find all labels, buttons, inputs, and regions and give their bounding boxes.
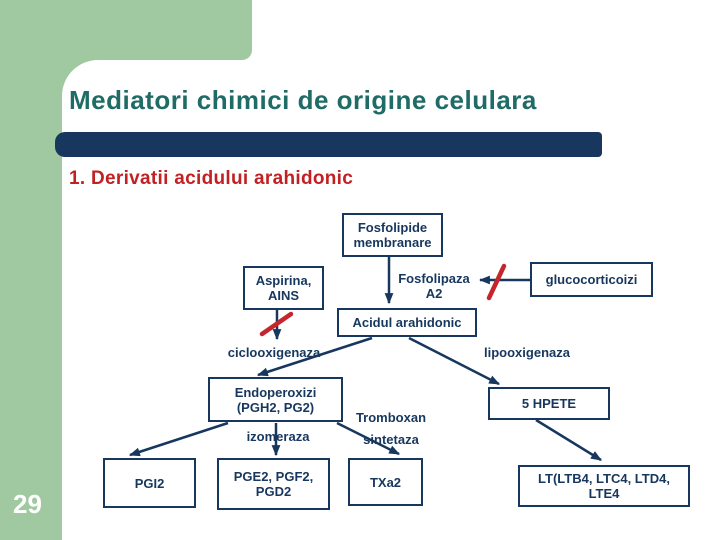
page-title: Mediatori chimici de origine celulara xyxy=(69,85,537,115)
inhibition-slash-glucocorticoizi xyxy=(486,263,507,301)
arrow-endoperoxizi-to-txa2 xyxy=(336,421,400,456)
box-pge2-pgf2-pgd2: PGE2, PGF2, PGD2 xyxy=(217,458,330,510)
box-pgi2: PGI2 xyxy=(103,458,196,508)
label-lipooxigenaza: lipooxigenaza xyxy=(484,345,570,360)
box-txa2: TXa2 xyxy=(348,458,423,506)
label-ciclooxigenaza: ciclooxigenaza xyxy=(227,345,321,360)
box-glucocorticoizi: glucocorticoizi xyxy=(530,262,653,297)
green-side-band xyxy=(0,0,62,540)
inhibition-slash-aspirina xyxy=(259,311,294,337)
box-aspirina-ains: Aspirina, AINS xyxy=(243,266,324,310)
box-acidul-arahidonic: Acidul arahidonic xyxy=(337,308,477,337)
arrow-acidul-to-hpete xyxy=(408,336,500,386)
label-fosfolipaza-a2: Fosfolipaza A2 xyxy=(398,271,470,301)
arrow-endoperoxizi-to-pgi2 xyxy=(128,421,229,457)
arrow-hpete-to-lt xyxy=(535,418,602,462)
box-leukotrienes: LT(LTB4, LTC4, LTD4, LTE4 xyxy=(518,465,690,507)
box-5-hpete: 5 HPETE xyxy=(488,387,610,420)
box-fosfolipide-membranare: Fosfolipide membranare xyxy=(342,213,443,257)
section-heading: 1. Derivatii acidului arahidonic xyxy=(69,168,354,189)
slide-number: 29 xyxy=(13,489,42,519)
green-top-block xyxy=(0,0,252,60)
title-underline-bar xyxy=(55,132,602,157)
arrow-acidul-to-endoperoxizi xyxy=(256,336,373,377)
label-izomeraza: izomeraza xyxy=(246,429,310,444)
label-tromboxan-sintetaza: Tromboxan sintetaza xyxy=(355,410,427,447)
box-endoperoxizi: Endoperoxizi (PGH2, PG2) xyxy=(208,377,343,422)
